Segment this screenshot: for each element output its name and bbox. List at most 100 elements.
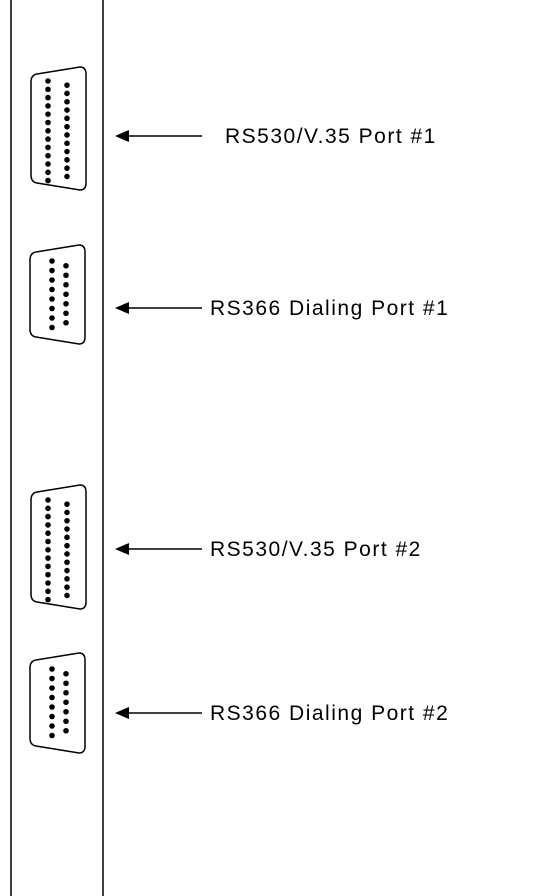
connector-pin	[63, 319, 69, 326]
connector-pin	[64, 576, 70, 582]
connector-pin	[63, 727, 69, 734]
connector-pin	[64, 157, 70, 163]
connector-pin	[63, 708, 69, 715]
connector-pin	[45, 177, 51, 184]
connector-pin	[49, 267, 55, 274]
connector-pin	[49, 723, 55, 729]
connector-pin	[64, 165, 70, 171]
db15-pins	[49, 666, 69, 739]
connector-pin	[49, 258, 55, 264]
connector-pin	[64, 148, 70, 155]
db25-pins	[45, 497, 70, 603]
connector-pin	[63, 699, 69, 706]
connector-pin	[63, 689, 69, 696]
connector-pin	[45, 161, 51, 167]
connector-pin	[64, 123, 70, 130]
connector-pin	[63, 300, 69, 307]
connector-pin	[64, 115, 70, 122]
connector-pin	[64, 107, 70, 113]
connector-pin	[64, 559, 70, 566]
port-3: RS530/V.35 Port #2	[30, 484, 422, 610]
connector-pin	[45, 505, 51, 512]
connector-pin	[64, 173, 70, 180]
connector-pin	[64, 584, 70, 590]
connector-pin	[45, 497, 51, 503]
arrow-head-icon	[115, 543, 129, 555]
connector-pin	[64, 542, 70, 549]
connector-pin	[64, 567, 70, 574]
connector-pin	[45, 136, 51, 142]
connector-pin	[49, 694, 55, 701]
db15-connector-shell	[29, 244, 86, 345]
port-4: RS366 Dialing Port #2	[29, 652, 449, 754]
connector-pin	[45, 78, 51, 84]
connector-pin	[64, 592, 70, 599]
connector-pin	[63, 262, 69, 269]
db25-connector-shell	[30, 484, 87, 610]
connector-pin	[45, 152, 51, 159]
connector-pin	[45, 119, 51, 126]
connector-pin	[64, 526, 70, 532]
connector-pin	[45, 563, 51, 570]
connector-pin	[45, 580, 51, 586]
connector-pin	[63, 680, 69, 687]
connector-pin	[49, 315, 55, 321]
connector-pin	[49, 685, 55, 691]
connector-pin	[45, 94, 51, 101]
connector-pin	[45, 522, 51, 528]
connector-pin	[45, 555, 51, 561]
connector-pin	[63, 272, 69, 279]
connector-pin	[45, 530, 51, 536]
connector-pin	[49, 713, 55, 720]
connector-pin	[45, 144, 51, 151]
connector-pin	[64, 509, 70, 516]
connector-pin	[45, 111, 51, 117]
connector-pin	[45, 169, 51, 176]
connector-pin	[64, 551, 70, 557]
connector-pin	[64, 501, 70, 507]
connector-pin	[45, 547, 51, 553]
connector-pin	[49, 277, 55, 283]
connector-pin	[64, 534, 70, 541]
connector-pin	[45, 86, 51, 93]
connector-pin	[45, 596, 51, 603]
port-label: RS530/V.35 Port #2	[210, 538, 422, 561]
connector-pin	[63, 670, 69, 677]
connector-pin	[63, 310, 69, 317]
connector-pin	[49, 732, 55, 739]
connector-pin	[64, 132, 70, 138]
connector-pin	[49, 296, 55, 302]
connector-pin	[63, 718, 69, 725]
db15-connector-shell	[29, 652, 86, 754]
connector-pin	[49, 305, 55, 312]
connector-pin	[49, 324, 55, 331]
db15-pins	[49, 258, 69, 331]
connector-pin	[64, 140, 70, 147]
arrow-head-icon	[115, 707, 129, 719]
connector-pin	[45, 128, 51, 134]
connector-pin	[64, 90, 70, 97]
port-label: RS530/V.35 Port #1	[225, 125, 437, 148]
connector-pin	[45, 538, 51, 545]
connector-pin	[45, 103, 51, 109]
port-2: RS366 Dialing Port #1	[29, 244, 449, 345]
connector-pin	[45, 571, 51, 578]
connector-pin	[49, 666, 55, 672]
db25-pins	[45, 78, 70, 184]
connector-pin	[63, 281, 69, 288]
connector-pin	[64, 517, 70, 524]
port-label: RS366 Dialing Port #2	[210, 702, 449, 725]
db25-connector-shell	[30, 66, 87, 191]
arrow-head-icon	[115, 302, 129, 314]
connector-pin	[49, 286, 55, 293]
connector-pin	[64, 98, 70, 105]
arrow-head-icon	[115, 130, 129, 142]
connector-pin	[64, 82, 70, 88]
connector-pin	[63, 291, 69, 298]
connector-pin	[49, 675, 55, 682]
connector-pin	[45, 513, 51, 520]
connector-pin	[45, 588, 51, 595]
connector-pin	[49, 704, 55, 710]
port-label: RS366 Dialing Port #1	[210, 297, 449, 320]
